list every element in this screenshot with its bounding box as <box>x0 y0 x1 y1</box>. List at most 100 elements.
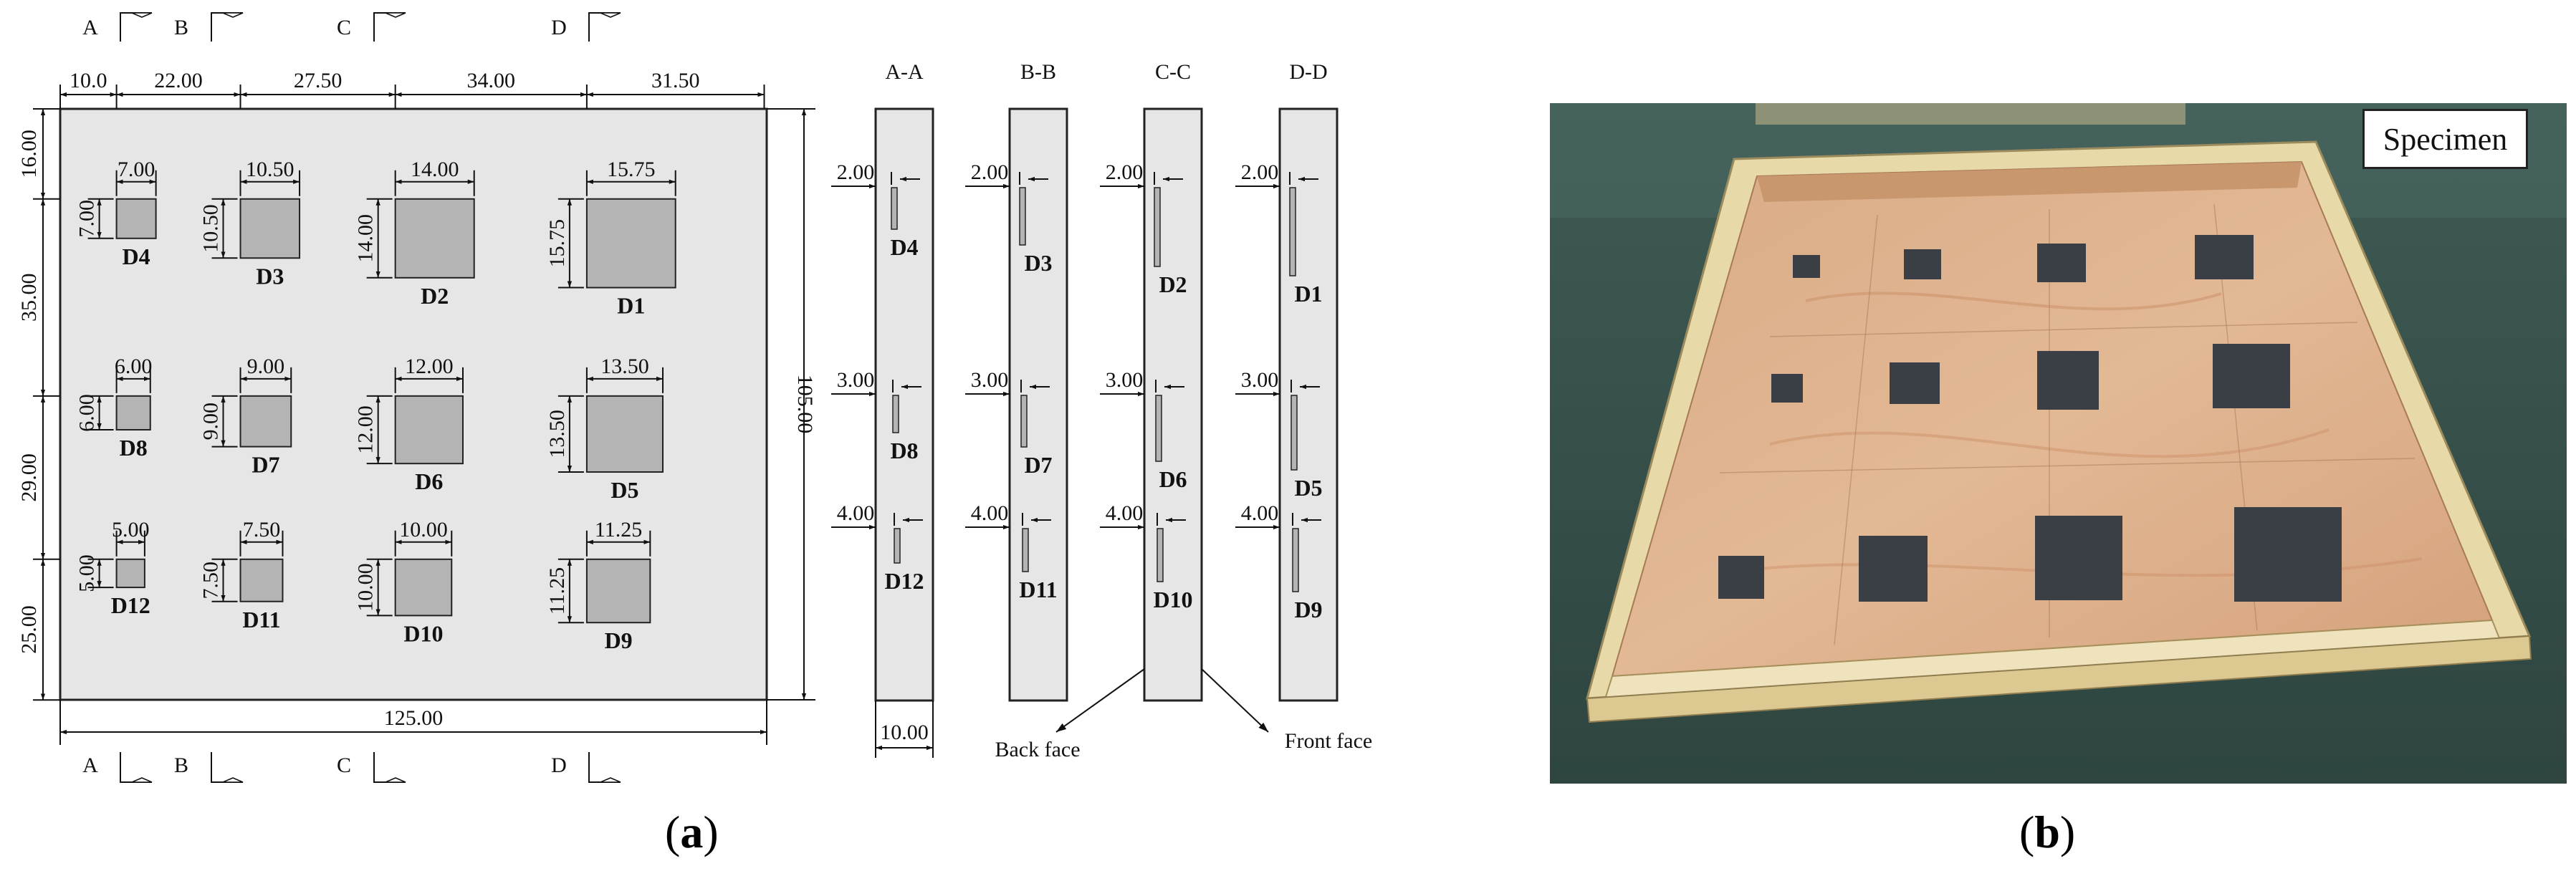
back-face-label: Back face <box>995 738 1080 761</box>
section-defect-label: D9 <box>1294 597 1322 622</box>
left-dimension: 35.00 <box>17 274 41 322</box>
top-dimension: 31.50 <box>651 69 700 92</box>
section-marker-bottom: A <box>82 754 98 777</box>
defect-height-label: 5.00 <box>75 554 99 592</box>
defect-width-label: 9.00 <box>247 355 285 378</box>
top-dimension: 22.00 <box>154 69 203 92</box>
section-defect-label: D2 <box>1159 271 1187 297</box>
cut-arrow-head <box>131 777 153 783</box>
defect-d7 <box>239 395 292 448</box>
defect-width-label: 6.00 <box>115 355 153 378</box>
defect-width-label: 14.00 <box>411 158 459 181</box>
section-defect-label: D5 <box>1294 475 1322 501</box>
section-defect-label: D1 <box>1294 281 1322 307</box>
section-defect <box>1289 187 1296 276</box>
panel-b-label: (b) <box>2019 807 2076 857</box>
defect-height-label: 15.75 <box>545 219 569 268</box>
section-marker-top: A <box>82 16 98 39</box>
defect-d5 <box>585 395 664 473</box>
section-defect <box>892 395 899 433</box>
section-title: C-C <box>1155 60 1191 84</box>
defect-d1 <box>585 198 676 289</box>
defect-label: D6 <box>415 468 443 494</box>
cut-arrow-bottom <box>373 752 406 783</box>
defect-width-label: 10.00 <box>399 518 448 542</box>
section-defect <box>1019 187 1026 246</box>
section-depth-label: 3.00 <box>1241 368 1279 392</box>
defect-height-label: 10.50 <box>199 204 223 253</box>
panel-b-letter: b <box>2034 807 2060 857</box>
section-depth-label: 3.00 <box>1106 368 1144 392</box>
section-defect-label: D7 <box>1024 452 1052 478</box>
section-defect <box>1157 528 1164 582</box>
section-defect-label: D12 <box>884 568 924 594</box>
section-depth-label: 4.00 <box>1106 501 1144 525</box>
section-defect-label: D8 <box>890 438 918 463</box>
section-marker-top: C <box>337 16 351 39</box>
section-defect-label: D6 <box>1159 466 1187 492</box>
defect-label: D4 <box>123 244 150 269</box>
section-defect <box>1292 528 1299 592</box>
section-depth-label: 2.00 <box>1241 160 1279 184</box>
defect-height-label: 9.00 <box>199 403 223 441</box>
section-depth-label: 4.00 <box>1241 501 1279 525</box>
specimen-photo <box>1550 103 2567 784</box>
defect-label: D3 <box>256 263 284 289</box>
section-defect <box>891 187 898 230</box>
defect-label: D1 <box>617 293 645 319</box>
cut-arrow-head <box>131 12 153 18</box>
height-dimension: 105.00 <box>793 375 817 434</box>
cut-arrow-bottom <box>211 752 243 783</box>
specimen-photo-label: Specimen <box>2362 109 2528 169</box>
section-defect <box>1154 187 1161 267</box>
defect-height-label: 13.50 <box>545 410 569 458</box>
thickness-dimension: 10.00 <box>880 721 929 744</box>
section-defect <box>1020 395 1028 448</box>
defect-width-label: 10.50 <box>246 158 295 181</box>
defect-label: D7 <box>252 452 279 478</box>
defect-width-label: 15.75 <box>607 158 656 181</box>
top-dimension: 27.50 <box>294 69 343 92</box>
defect-height-label: 14.00 <box>354 214 378 263</box>
section-marker-top: B <box>174 16 188 39</box>
defect-width-label: 13.50 <box>600 355 649 378</box>
left-dimension: 25.00 <box>17 605 41 654</box>
section-defect <box>1155 395 1162 462</box>
section-title: D-D <box>1289 60 1327 84</box>
cut-arrow-head <box>222 12 244 18</box>
cut-arrow-top <box>211 12 243 42</box>
defect-label: D10 <box>403 620 443 646</box>
section-defect-label: D10 <box>1153 587 1192 612</box>
defect-height-label: 10.00 <box>354 563 378 612</box>
section-defect-label: D11 <box>1019 577 1057 602</box>
defect-width-label: 7.00 <box>118 158 155 181</box>
defect-height-label: 11.25 <box>545 567 569 615</box>
defect-width-label: 7.50 <box>243 518 281 542</box>
section-depth-label: 3.00 <box>971 368 1009 392</box>
defect-d9 <box>585 558 651 624</box>
plan-view: 7.007.00D410.5010.50D314.0014.00D215.751… <box>17 12 817 783</box>
section-marker-bottom: D <box>551 754 567 777</box>
cut-arrow-head <box>385 777 406 783</box>
plan-defects: 7.007.00D410.5010.50D314.0014.00D215.751… <box>75 158 676 653</box>
cross-sections: A-A2.00D43.00D84.00D12B-B2.00D33.00D74.0… <box>831 60 1372 761</box>
defect-d8 <box>115 395 151 431</box>
section-depth-label: 4.00 <box>837 501 875 525</box>
cut-arrow-top <box>373 12 406 42</box>
cut-arrow-head <box>600 12 621 18</box>
section-body <box>874 107 934 702</box>
defect-height-label: 7.50 <box>199 562 223 600</box>
width-dimension: 125.00 <box>384 706 444 730</box>
defect-label: D8 <box>120 435 148 461</box>
section-depth-label: 2.00 <box>837 160 875 184</box>
defect-d11 <box>239 558 284 602</box>
cut-arrow-top <box>588 12 621 42</box>
cut-arrow-head <box>600 777 621 783</box>
defect-width-label: 11.25 <box>595 518 642 542</box>
panel-a-letter: a <box>680 807 704 857</box>
defect-label: D9 <box>605 627 633 653</box>
section-depth-label: 3.00 <box>837 368 875 392</box>
cut-arrow-top <box>120 12 152 42</box>
